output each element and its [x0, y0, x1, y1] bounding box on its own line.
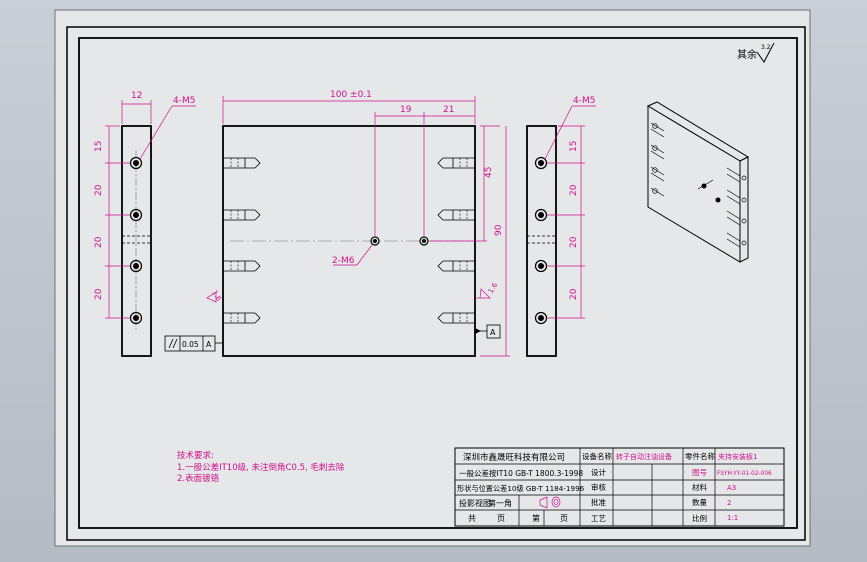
- left-dimensions: [105, 100, 196, 319]
- tb-part-name: 夹持安装板1: [718, 452, 757, 461]
- tapped-hole-mark: [129, 208, 143, 222]
- tb-label-review: 审核: [591, 482, 606, 492]
- tapped-hole-mark: [534, 311, 548, 325]
- tol-parallel-value: 0.05: [182, 340, 199, 349]
- parallelism-tolerance-frame: 0.05 A: [164, 335, 222, 352]
- datum-letter: A: [490, 328, 496, 337]
- tapped-hole-mark: [534, 156, 548, 170]
- tapped-hole-mark: [534, 259, 548, 273]
- tb-company: 深圳市鑫晟旺科技有限公司: [463, 452, 565, 463]
- dim-21: 21: [443, 105, 454, 115]
- isometric-view: [646, 101, 750, 263]
- tapped-hole-mark: [129, 259, 143, 273]
- dim-left-20b: 20: [94, 236, 104, 248]
- tb-sheet-page: 页: [560, 514, 568, 523]
- tb-std2: 形状与位置公差10级 GB-T 1184-1996: [457, 484, 585, 493]
- center-hole-mark: [419, 236, 429, 246]
- tb-label-material: 材料: [692, 482, 707, 492]
- datum-marker: A: [475, 324, 501, 339]
- projection-symbol-icon: [539, 496, 561, 509]
- tb-label-design: 设计: [591, 467, 606, 477]
- tb-label-approve: 批准: [591, 497, 606, 507]
- dim-19: 19: [400, 105, 412, 115]
- dim-overall-length: 100 ±0.1: [330, 90, 372, 100]
- tb-first-angle: 第一角: [488, 498, 512, 508]
- tb-label-process: 工艺: [591, 514, 606, 523]
- dim-left-15: 15: [94, 141, 104, 152]
- tb-quantity: 2: [727, 499, 731, 507]
- tb-material: A3: [727, 484, 736, 492]
- notes-title: 技术要求:: [177, 450, 214, 461]
- front-dimensions: [206, 96, 510, 357]
- roughness-other-value: 3.2: [761, 44, 771, 51]
- tb-label-scale: 比例: [692, 513, 707, 523]
- tb-drawing-no: FSYH-YY-01-02-006: [717, 471, 772, 477]
- label-holes-left: 4-M5: [173, 96, 195, 106]
- dim-side-width: 12: [131, 91, 142, 101]
- tb-total: 共: [468, 514, 476, 523]
- tb-total-page: 页: [497, 514, 505, 523]
- tapped-hole-mark: [129, 156, 143, 170]
- dim-left-20a: 20: [94, 184, 104, 196]
- label-center-holes: 2-M6: [332, 256, 355, 266]
- dim-right-20c: 20: [569, 288, 579, 300]
- dim-right-15: 15: [569, 141, 579, 152]
- dim-45: 45: [484, 167, 494, 178]
- general-roughness-mark: 其余 3.2: [737, 42, 775, 63]
- tb-std1: 一般公差按IT10 GB-T 1800.3-1998: [459, 468, 583, 478]
- tb-label-equipment: 设备名称: [582, 451, 612, 461]
- notes-line-2: 2.表面镀铬: [177, 473, 220, 484]
- notes-line-1: 1.一般公差IT10级, 未注倒角C0.5, 毛刺去除: [177, 462, 345, 473]
- left-side-view: [121, 125, 152, 357]
- tb-scale: 1:1: [727, 514, 738, 522]
- tb-label-quantity: 数量: [692, 497, 707, 507]
- tb-equipment-name: 转子自动注油设备: [616, 452, 672, 461]
- tapped-hole-mark: [534, 208, 548, 222]
- dim-left-20c: 20: [94, 288, 104, 300]
- dim-right-20a: 20: [569, 184, 579, 196]
- outer-border: [66, 26, 806, 541]
- inner-border: [78, 37, 798, 529]
- tb-label-drawing-no: 图号: [692, 468, 707, 477]
- tb-sheet: 第: [532, 513, 540, 523]
- tapped-hole-mark: [129, 311, 143, 325]
- tb-projection: 投影视图: [459, 498, 491, 508]
- title-block: 深圳市鑫晟旺科技有限公司 一般公差按IT10 GB-T 1800.3-1998 …: [454, 447, 785, 527]
- tb-label-part: 零件名称: [685, 451, 715, 461]
- roughness-other-label: 其余: [737, 48, 757, 61]
- right-side-view: [526, 125, 557, 357]
- tol-parallel-ref: A: [206, 340, 212, 349]
- center-hole-mark: [370, 236, 380, 246]
- dim-right-20b: 20: [569, 236, 579, 248]
- label-holes-right: 4-M5: [573, 96, 595, 106]
- right-dimensions: [544, 105, 596, 319]
- dim-90: 90: [494, 224, 504, 236]
